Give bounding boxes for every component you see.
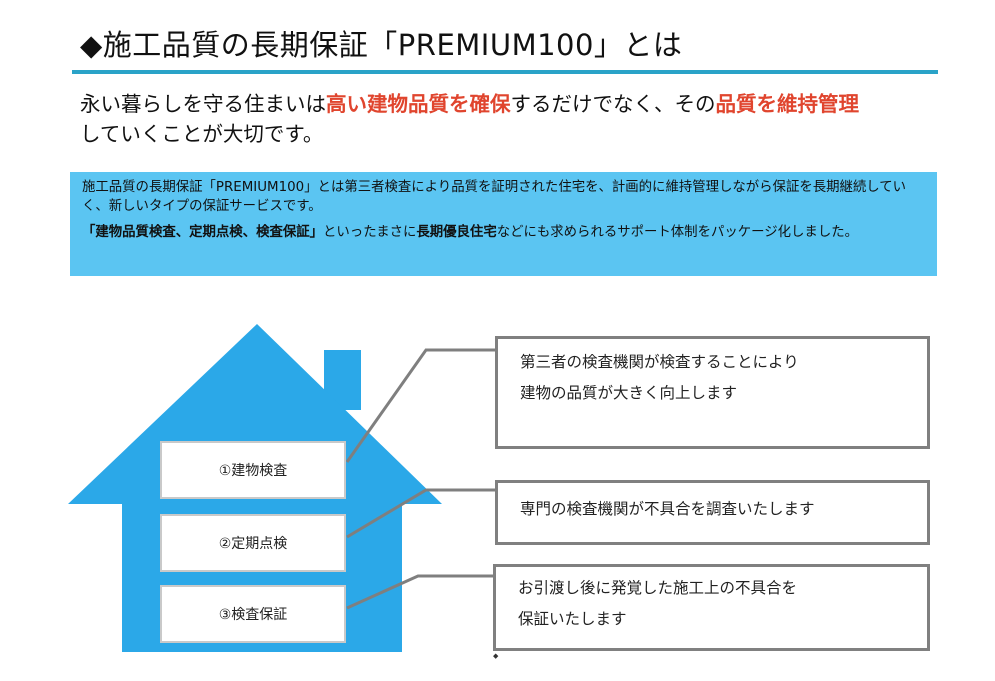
info-text-2: などにも求められるサポート体制をパッケージ化しました。 <box>496 225 858 240</box>
room-periodic-check: ②定期点検 <box>160 514 346 572</box>
page-title: ◆施工品質の長期保証「PREMIUM100」とは <box>80 28 683 62</box>
lead-part-3: していくことが大切です。 <box>80 122 324 146</box>
lead-highlight-quality: 高い建物品質を確保 <box>326 92 511 116</box>
lead-highlight-maintenance: 品質を維持管理 <box>715 92 860 116</box>
info-bold-services: 「建物品質検査、定期点検、検査保証」 <box>82 225 324 240</box>
callout-1-line-2: 建物の品質が大きく向上します <box>520 384 738 402</box>
lead-text: 永い暮らしを守る住まいは高い建物品質を確保するだけでなく、その品質を維持管理して… <box>80 89 940 149</box>
title-underline <box>72 70 938 74</box>
callout-1-line-1: 第三者の検査機関が検査することにより <box>520 353 799 371</box>
info-box: 施工品質の長期保証「PREMIUM100」とは第三者検査により品質を証明された住… <box>70 172 937 276</box>
room-building-inspection: ①建物検査 <box>160 441 346 499</box>
info-text-1: といったまさに <box>323 225 417 240</box>
callout-3-line-2: 保証いたします <box>518 610 627 628</box>
info-paragraph-2: 「建物品質検査、定期点検、検査保証」といったまさに長期優良住宅などにも求められる… <box>82 223 927 242</box>
connector-line-3 <box>346 574 496 610</box>
callout-2-line-1: 専門の検査機関が不具合を調査いたします <box>520 500 815 518</box>
room-inspection-warranty: ③検査保証 <box>160 585 346 643</box>
info-bold-long-term-house: 長期優良住宅 <box>416 225 497 240</box>
callout-inspection-warranty: お引渡し後に発覚した施工上の不具合を 保証いたします <box>493 564 930 651</box>
lead-part-1: 永い暮らしを守る住まいは <box>80 92 326 116</box>
connector-line-2 <box>346 488 496 539</box>
connector-line-1 <box>345 348 496 463</box>
lead-part-2: するだけでなく、その <box>510 92 716 116</box>
callout-3-line-1: お引渡し後に発覚した施工上の不具合を <box>518 579 798 597</box>
small-marker-glyph: ◆ <box>493 652 499 660</box>
info-paragraph-1: 施工品質の長期保証「PREMIUM100」とは第三者検査により品質を証明された住… <box>82 180 907 214</box>
callout-periodic-check: 専門の検査機関が不具合を調査いたします <box>495 480 930 545</box>
callout-building-inspection: 第三者の検査機関が検査することにより 建物の品質が大きく向上します <box>495 336 930 449</box>
